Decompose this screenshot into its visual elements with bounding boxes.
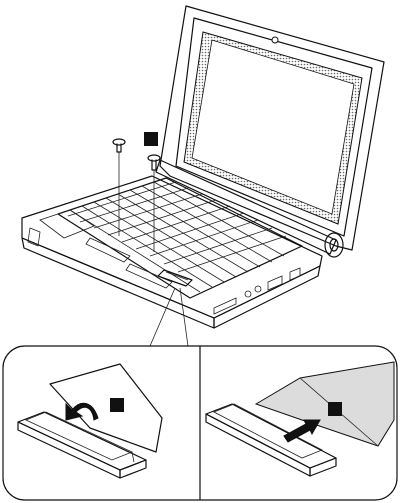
- step-marker: [144, 132, 158, 146]
- step-marker: [328, 402, 342, 416]
- detail-pull-cable: [205, 361, 395, 477]
- straight-arrow-icon: [283, 419, 321, 443]
- curved-arrow-icon: [65, 402, 99, 421]
- step-marker: [110, 398, 124, 412]
- detail-panel: [2, 345, 398, 501]
- screw-icon: [112, 138, 126, 236]
- webcam-icon: [271, 36, 279, 44]
- laptop-illustration-icon: [21, 5, 385, 329]
- detail-lift-connector: [17, 363, 163, 479]
- screw-icon: [147, 154, 161, 252]
- ribbon-cable-connector-icon: [157, 269, 193, 287]
